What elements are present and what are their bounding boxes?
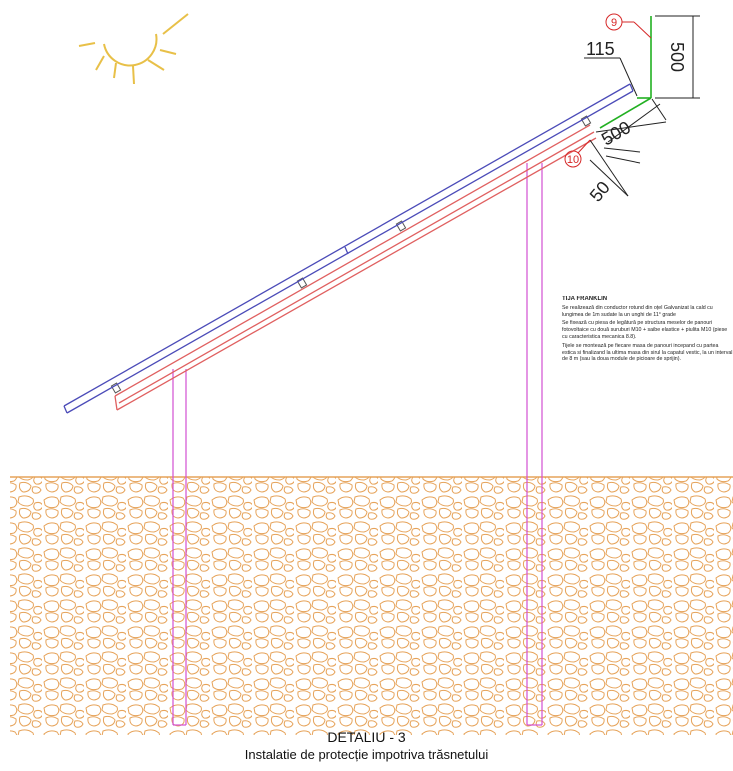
panel-clamps (110, 115, 592, 394)
dimension-rod-height-label: 500 (667, 42, 687, 72)
note-paragraph: Tijele se montează pe fiecare masa de pa… (562, 342, 733, 363)
drawing-caption: DETALIU - 3 Instalatie de protecție impo… (0, 728, 733, 764)
caption-title: DETALIU - 3 (327, 729, 406, 745)
callout-9-number: 9 (611, 17, 617, 29)
dimension-rod-base (595, 98, 667, 143)
solar-panel (63, 83, 634, 414)
lightning-rod (599, 16, 652, 129)
callout-10 (564, 139, 591, 168)
ground-soil (10, 477, 733, 735)
callout-9 (605, 13, 652, 39)
dimension-rod-height (655, 15, 700, 99)
dimension-115-label: 115 (586, 39, 615, 59)
support-post-left (172, 369, 187, 726)
support-rail (114, 124, 597, 411)
support-post-right (526, 163, 543, 726)
callout-10-number: 10 (567, 154, 579, 166)
dimension-rod-base-label: 500 (598, 117, 634, 149)
dimension-50-label: 50 (586, 177, 614, 205)
note-paragraph: Se fixează cu piesa de legătură pe struc… (562, 320, 728, 340)
note-paragraph: Se realizează din conductor rotund din o… (562, 304, 713, 318)
sun-icon (78, 13, 189, 85)
dimension-50 (589, 139, 641, 197)
franklin-rod-note: TIJA FRANKLIN Se realizează din conducto… (562, 296, 733, 365)
note-title: TIJA FRANKLIN (562, 296, 608, 302)
dimension-115-leader (584, 57, 638, 97)
caption-subtitle: Instalatie de protecție impotriva trăsne… (244, 747, 489, 762)
